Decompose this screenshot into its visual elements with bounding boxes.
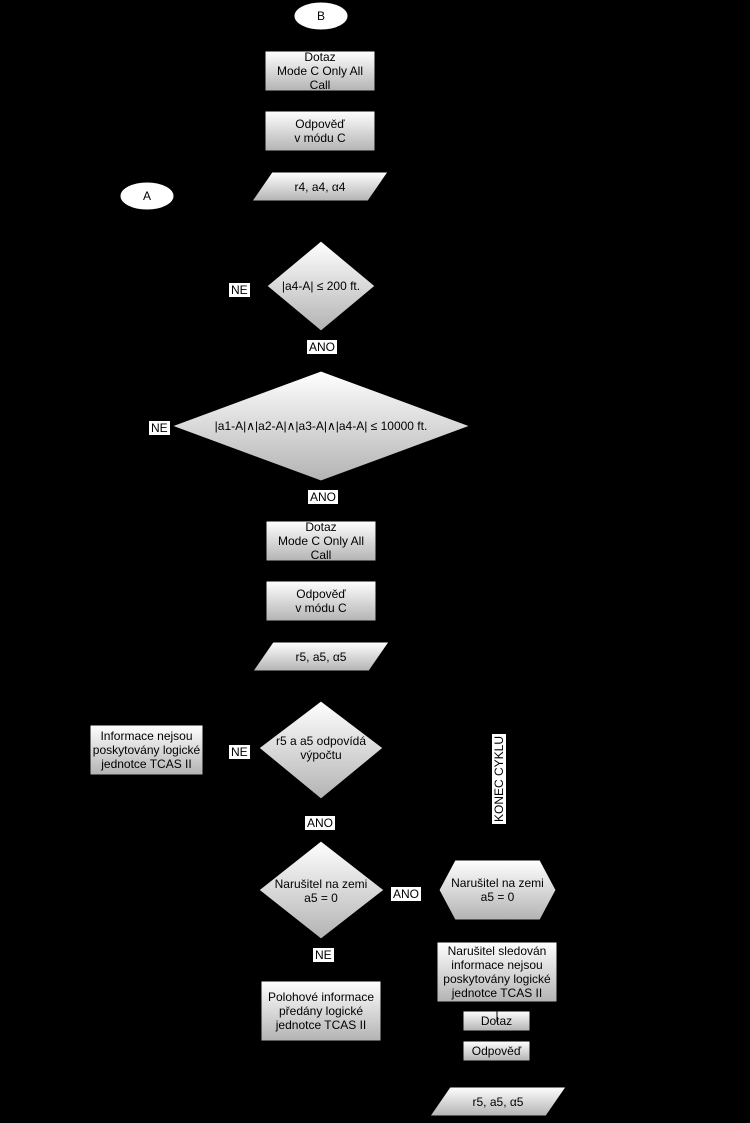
query1-label: Dotaz Mode C Only All Call [276,50,364,92]
connector-a-shape [119,181,175,211]
position-info-label: Polohové informace předány logické jedno… [267,990,375,1032]
tracked-box [436,941,558,1003]
edge-label-ano2: ANO [308,490,339,504]
data2-shape [252,641,390,672]
edge-label-ne3: NE [229,745,250,759]
data2-label: r5, a5, α5 [295,649,347,664]
position-info-box [260,980,382,1042]
decision2-label: |a1-A|∧|a2-A|∧|a3-A|∧|a4-A| ≤ 10000 ft. [214,419,428,433]
query2-box [265,520,377,562]
edge-label-ne2: NE [149,421,170,435]
decision3-label: r5 a a5 odpovídá výpočtu [275,734,367,762]
no-info-label: Informace nejsou poskytovány logické jed… [92,729,201,771]
reply1-label: Odpověď v módu C [294,117,346,145]
query2-label: Dotaz Mode C Only All Call [277,520,365,562]
hex-shape [438,859,557,921]
edge-label-ano3: ANO [305,816,336,830]
query3-label: Dotaz [480,1014,513,1028]
edge-label-ano4: ANO [391,887,422,901]
edge-label-ne4: NE [313,948,334,962]
query1-box [264,50,376,92]
decision1-label: |a4-A| ≤ 200 ft. [281,279,361,293]
hex-label: Narušitel na zemi a5 = 0 [451,876,544,904]
decision4-shape [258,840,385,940]
reply3-box [462,1040,531,1062]
data3-label: r5, a5, α5 [472,1094,524,1109]
decision1-shape [266,240,376,332]
data1-shape [251,171,389,202]
reply2-label: Odpověď v módu C [295,587,347,615]
decision4-label: Narušitel na zemi a5 = 0 [274,877,368,905]
edge-label-ne1: NE [229,283,250,297]
decision3-shape [258,700,384,800]
data1-label: r4, a4, α4 [294,179,346,194]
connector-b-shape [293,1,349,31]
edge-label-ano1: ANO [307,340,338,354]
connector-a: A [142,189,151,203]
data3-shape [429,1086,567,1117]
connector-b: B [316,9,325,23]
reply2-box [265,580,377,622]
reply1-box [264,110,376,152]
decision2-shape [170,370,472,482]
no-info-box [89,724,204,776]
edge-label-cycle-end: KONEC CYKLU [492,733,506,824]
reply3-label: Odpověď [471,1044,522,1058]
tracked-label: Narušitel sledován informace nejsou posk… [443,944,551,1000]
